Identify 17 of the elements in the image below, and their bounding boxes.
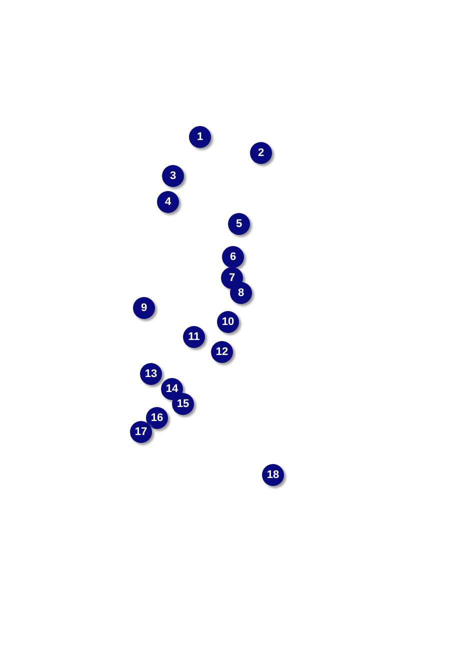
callout-number: 1 xyxy=(189,126,211,148)
callout-number: 11 xyxy=(183,326,205,348)
callout-number: 10 xyxy=(217,311,239,333)
callout-number: 5 xyxy=(228,213,250,235)
callout-number: 9 xyxy=(133,297,155,319)
callout-number: 8 xyxy=(230,282,252,304)
callout-number: 18 xyxy=(262,464,284,486)
callout-number: 6 xyxy=(222,246,244,268)
callout-number: 17 xyxy=(130,421,152,443)
callout-number: 3 xyxy=(162,165,184,187)
callout-number: 15 xyxy=(172,393,194,415)
callout-number: 14 xyxy=(161,378,183,400)
callout-number: 2 xyxy=(250,142,272,164)
callout-number: 16 xyxy=(146,407,168,429)
callout-number: 4 xyxy=(157,191,179,213)
callout-number: 12 xyxy=(211,341,233,363)
callout-number: 13 xyxy=(140,363,162,385)
